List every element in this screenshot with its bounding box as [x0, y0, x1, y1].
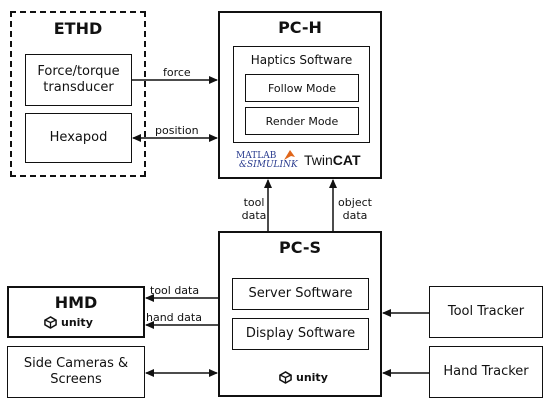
hand-tracker-box: Hand Tracker [429, 346, 543, 398]
object-data-up-label: object data [338, 196, 372, 222]
hand-data-left-label: hand data [146, 311, 202, 324]
tool-data-up-label: tool data [241, 196, 267, 222]
force-torque-transducer-label: Force/torque transducer [37, 64, 120, 95]
force-torque-transducer-box: Force/torque transducer [25, 54, 132, 106]
force-arrow-label: force [163, 66, 191, 79]
hmd-unity-label: unity [61, 316, 93, 329]
twincat-logo: TwinCAT [304, 152, 361, 168]
unity-icon [44, 316, 57, 329]
ethd-group: ETHD [10, 11, 146, 177]
hmd-title: HMD [54, 293, 98, 312]
side-cameras-label: Side Cameras & Screens [23, 356, 129, 387]
pc-s-box: PC-S [218, 231, 382, 397]
hand-tracker-label: Hand Tracker [443, 364, 529, 379]
follow-mode-label: Follow Mode [268, 81, 336, 95]
pc-s-unity-label: unity [296, 371, 328, 384]
hmd-box: HMD [7, 286, 145, 338]
hmd-unity-logo: unity [44, 316, 93, 329]
twincat-logo-twin: Twin [304, 152, 333, 168]
twincat-logo-cat: CAT [332, 152, 361, 168]
display-software-box: Display Software [232, 318, 369, 350]
haptics-software-label: Haptics Software [250, 53, 353, 67]
tool-tracker-box: Tool Tracker [429, 286, 543, 338]
matlab-simulink-logo: MATLAB &SIMULINK [236, 152, 298, 170]
render-mode-label: Render Mode [265, 114, 339, 128]
render-mode-box: Render Mode [245, 107, 359, 135]
simulink-logo-text: &SIMULINK [239, 160, 298, 170]
side-cameras-box: Side Cameras & Screens [7, 346, 145, 398]
pc-h-title: PC-H [278, 18, 322, 37]
unity-icon [279, 371, 292, 384]
hexapod-box: Hexapod [25, 113, 132, 163]
pc-s-unity-logo: unity [279, 371, 328, 384]
display-software-label: Display Software [245, 326, 356, 341]
follow-mode-box: Follow Mode [245, 74, 359, 102]
position-arrow-label: position [155, 124, 199, 137]
tool-data-left-label: tool data [150, 284, 200, 297]
tool-tracker-label: Tool Tracker [447, 304, 525, 319]
pc-s-title: PC-S [279, 238, 321, 257]
matlab-logo-text: MATLAB [236, 151, 277, 161]
server-software-label: Server Software [248, 286, 353, 301]
hexapod-label: Hexapod [49, 130, 108, 145]
server-software-box: Server Software [232, 278, 369, 310]
ethd-title: ETHD [53, 19, 103, 38]
